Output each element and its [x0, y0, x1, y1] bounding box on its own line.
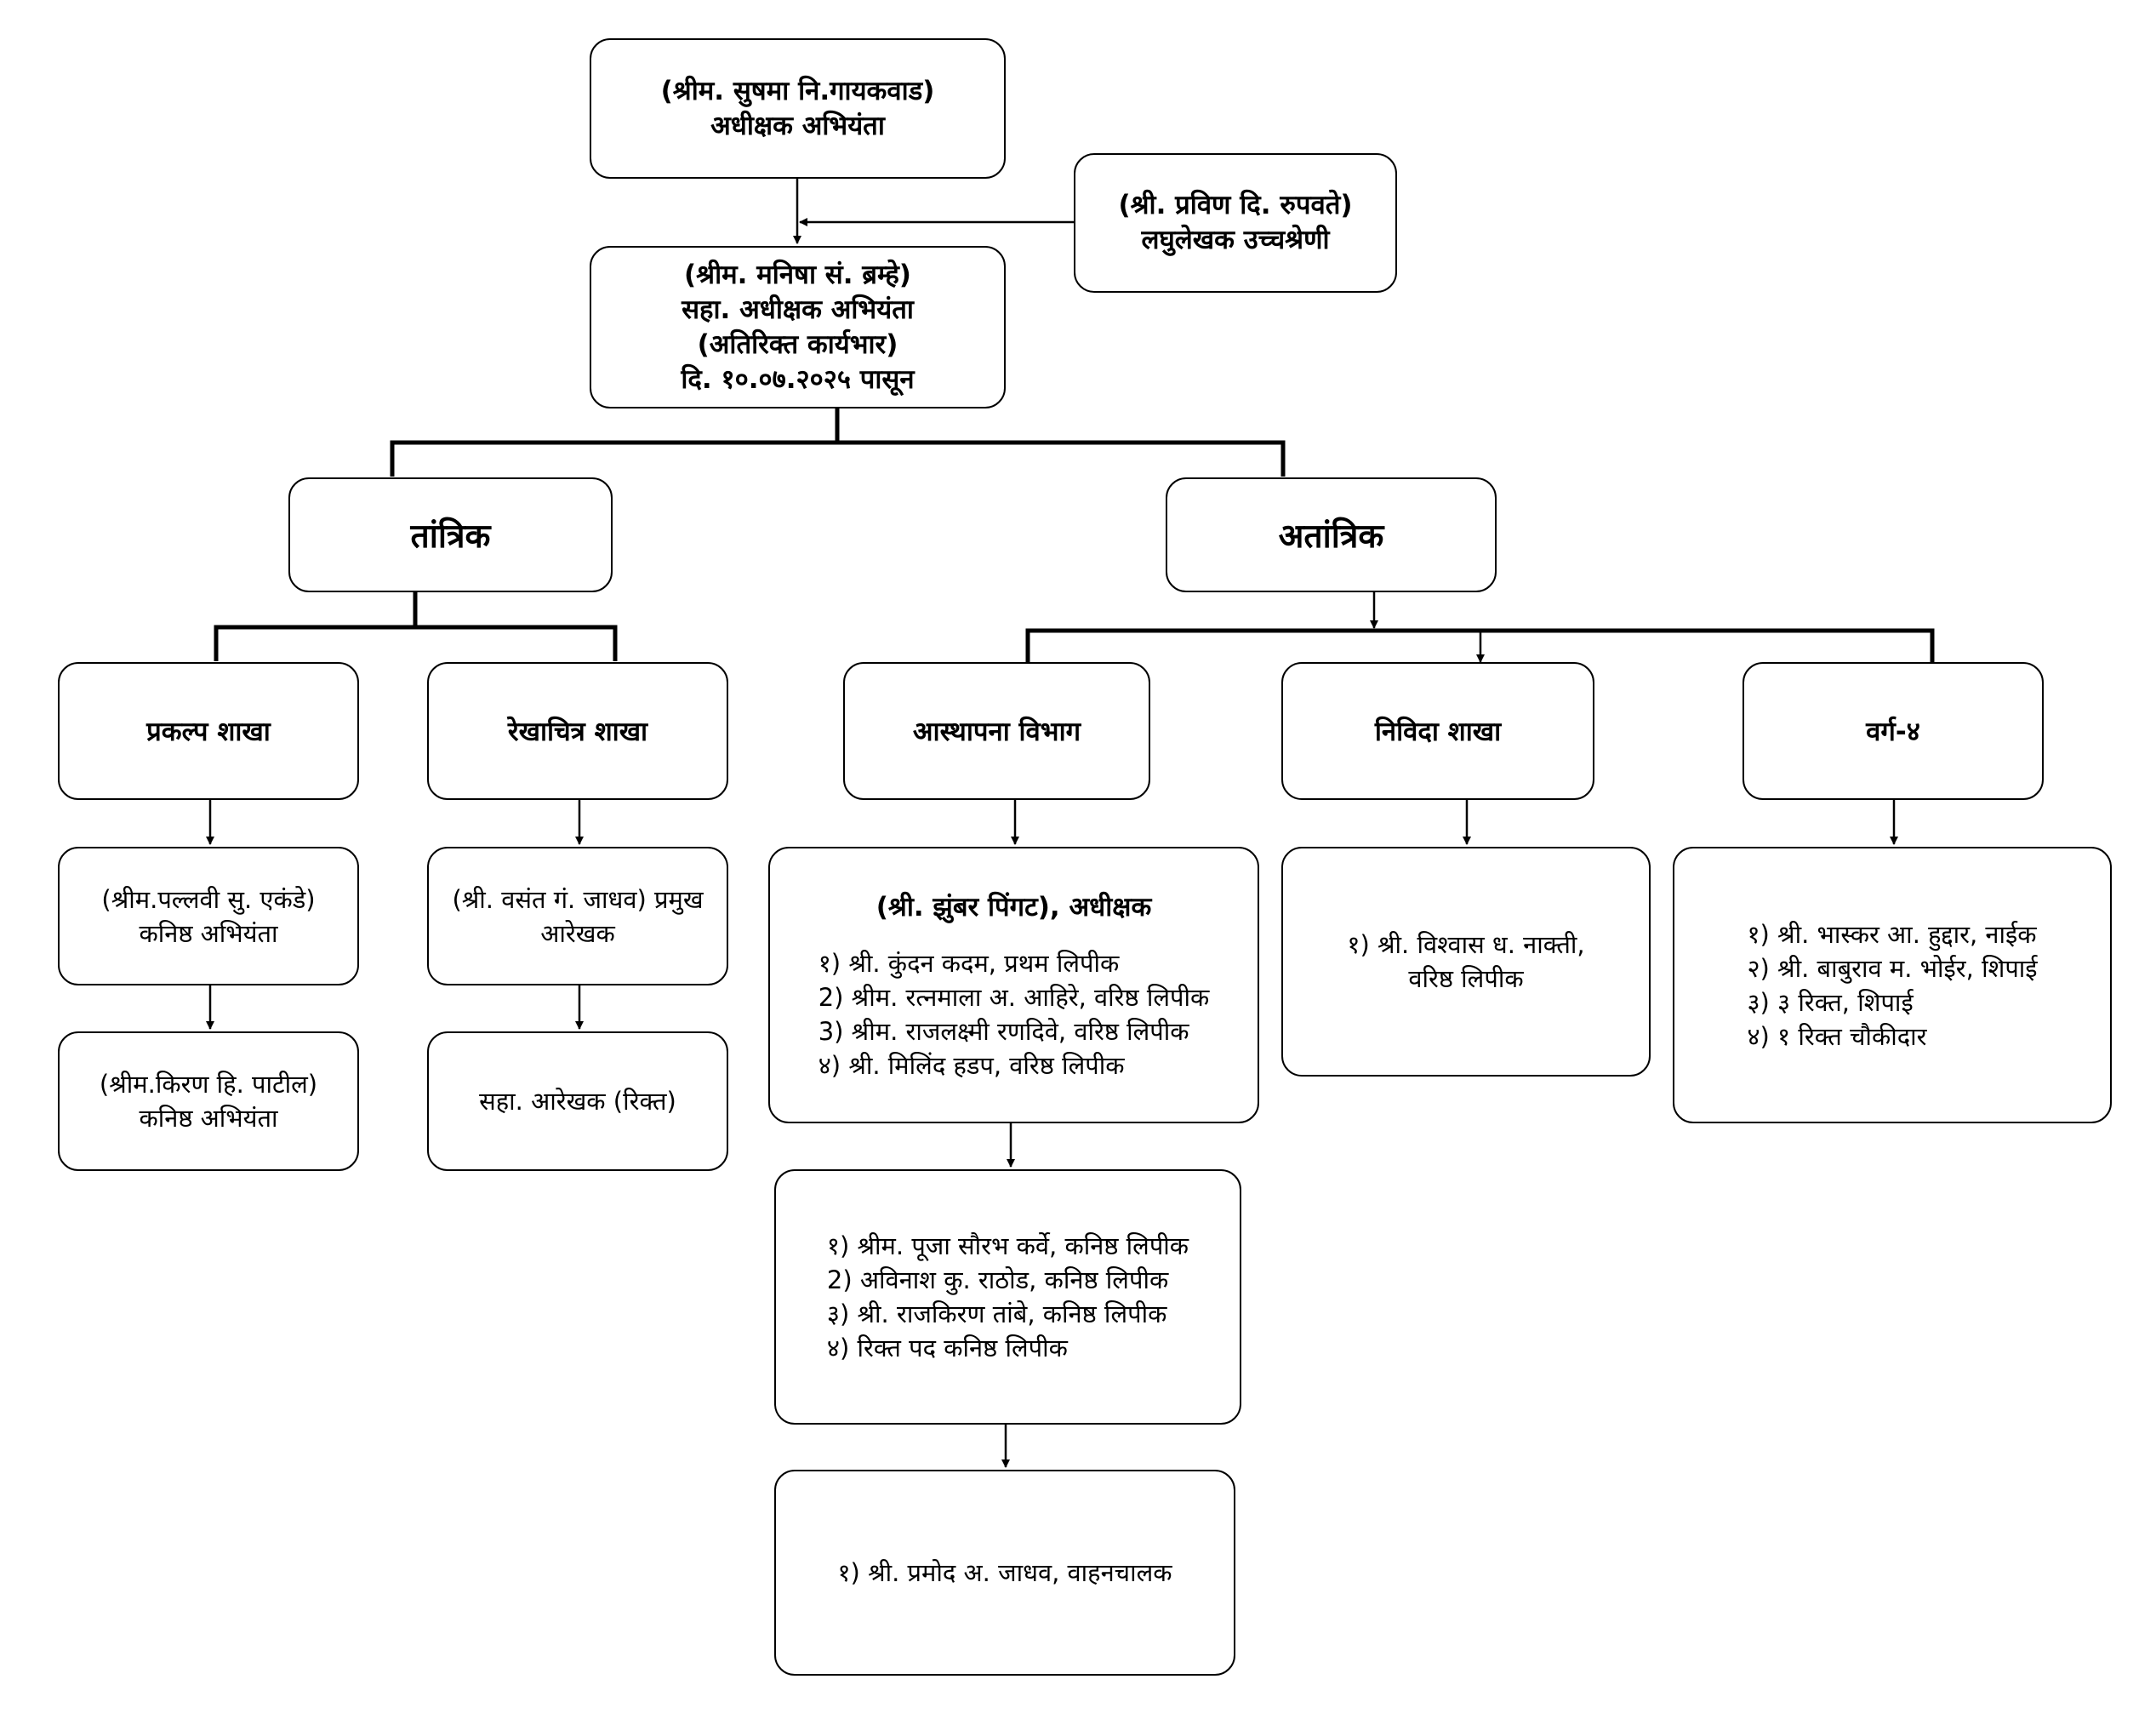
establishment-head: (श्री. झुंबर पिंगट), अधीक्षक: [876, 891, 1152, 922]
list-item: १) श्री. कुंदन कदम, प्रथम लिपीक: [818, 948, 1120, 978]
list-item: २) श्री. बाबुराव म. भोईर, शिपाई: [1747, 953, 2038, 983]
tender-branch-box: निविदा शाखा: [1281, 662, 1594, 800]
establishment-group-3-box: १) श्री. प्रमोद अ. जाधव, वाहनचालक: [774, 1470, 1235, 1676]
assistant-superintending-engineer-box: (श्रीम. मनिषा सं. ब्रम्हे) सहा. अधीक्षक …: [590, 246, 1006, 408]
technical-branch-box: तांत्रिक: [288, 477, 613, 592]
staff-name: १) श्री. विश्वास ध. नाक्ती,: [1347, 930, 1585, 959]
deputy-since-date: दि. १०.०७.२०२५ पासून: [681, 363, 915, 395]
non-technical-label: अतांत्रिक: [1278, 517, 1384, 556]
list-item: ३) श्री. राजकिरण तांबे, कनिष्ठ लिपीक: [826, 1299, 1167, 1328]
list-item: 2) श्रीम. रत्नमाला अ. आहिरे, वरिष्ठ लिपी…: [818, 982, 1210, 1012]
list-item: ४) श्री. मिलिंद हडप, वरिष्ठ लिपीक: [818, 1050, 1125, 1080]
staff-vacancy: सहा. आरेखक (रिक्त): [479, 1087, 676, 1116]
drawing-branch-label: रेखाचित्र शाखा: [507, 717, 648, 747]
non-technical-branch-box: अतांत्रिक: [1166, 477, 1497, 592]
establishment-section-box: आस्थापना विभाग: [843, 662, 1150, 800]
project-staff-1-box: (श्रीम.पल्लवी सु. एकंडे) कनिष्ठ अभियंता: [58, 847, 359, 985]
technical-label: तांत्रिक: [410, 517, 491, 556]
steno-name: (श्री. प्रविण दि. रुपवते): [1118, 190, 1353, 220]
drawing-staff-1-box: (श्री. वसंत गं. जाधव) प्रमुख आरेखक: [427, 847, 728, 985]
project-branch-box: प्रकल्प शाखा: [58, 662, 359, 800]
class-four-label: वर्ग-४: [1866, 717, 1920, 747]
connector-deputy-branches: [390, 440, 1286, 477]
establishment-group-1-box: (श्री. झुंबर पिंगट), अधीक्षक १) श्री. कु…: [768, 847, 1259, 1123]
list-item: ४) १ रिक्त चौकीदार: [1747, 1021, 1927, 1051]
deputy-additional-charge: (अतिरिक्त कार्यभार): [697, 328, 898, 360]
connector-technical-sections: [214, 625, 618, 661]
establishment-group-2-list: १) श्रीम. पूजा सौरभ कर्वे, कनिष्ठ लिपीक …: [827, 1229, 1189, 1365]
steno-designation: लघुलेखक उच्चश्रेणी: [1141, 225, 1330, 255]
establishment-group-2-box: १) श्रीम. पूजा सौरभ कर्वे, कनिष्ठ लिपीक …: [774, 1169, 1241, 1425]
list-item: १) श्री. प्रमोद अ. जाधव, वाहनचालक: [837, 1558, 1172, 1587]
drawing-branch-box: रेखाचित्र शाखा: [427, 662, 728, 800]
staff-name: (श्रीम.किरण हि. पाटील): [99, 1070, 318, 1099]
list-item: १) श्री. भास्कर आ. हुद्दार, नाईक: [1747, 919, 2037, 949]
tender-branch-label: निविदा शाखा: [1374, 717, 1502, 747]
list-item: 3) श्रीम. राजलक्ष्मी रणदिवे, वरिष्ठ लिपी…: [818, 1016, 1189, 1046]
staff-designation: वरिष्ठ लिपीक: [1408, 964, 1524, 993]
staff-name: (श्री. वसंत गं. जाधव) प्रमुख: [452, 884, 704, 914]
staff-designation: कनिष्ठ अभियंता: [139, 918, 278, 948]
establishment-label: आस्थापना विभाग: [912, 717, 1081, 747]
project-staff-2-box: (श्रीम.किरण हि. पाटील) कनिष्ठ अभियंता: [58, 1031, 359, 1171]
list-item: ४) रिक्त पद कनिष्ठ लिपीक: [826, 1334, 1068, 1362]
staff-designation: आरेखक: [540, 918, 615, 948]
tender-staff-box: १) श्री. विश्वास ध. नाक्ती, वरिष्ठ लिपीक: [1281, 847, 1651, 1077]
officer-name: (श्रीम. सुषमा नि.गायकवाड): [660, 75, 935, 106]
class-four-box: वर्ग-४: [1742, 662, 2044, 800]
class-four-staff-list: १) श्री. भास्कर आ. हुद्दार, नाईक २) श्री…: [1747, 917, 2037, 1054]
staff-name: (श्रीम.पल्लवी सु. एकंडे): [101, 884, 316, 914]
list-item: १) श्रीम. पूजा सौरभ कर्वे, कनिष्ठ लिपीक: [826, 1231, 1189, 1260]
list-item: ३) ३ रिक्त, शिपाई: [1747, 987, 1914, 1017]
class-four-staff-box: १) श्री. भास्कर आ. हुद्दार, नाईक २) श्री…: [1673, 847, 2112, 1123]
establishment-group-1-list: १) श्री. कुंदन कदम, प्रथम लिपीक 2) श्रीम…: [818, 946, 1210, 1082]
superintending-engineer-box: (श्रीम. सुषमा नि.गायकवाड) अधीक्षक अभियंत…: [590, 38, 1006, 179]
staff-designation: कनिष्ठ अभियंता: [139, 1104, 278, 1133]
list-item: 2) अविनाश कु. राठोड, कनिष्ठ लिपीक: [826, 1265, 1169, 1294]
deputy-name: (श्रीम. मनिषा सं. ब्रम्हे): [684, 259, 911, 290]
project-branch-label: प्रकल्प शाखा: [146, 717, 271, 747]
drawing-staff-2-box: सहा. आरेखक (रिक्त): [427, 1031, 728, 1171]
stenographer-box: (श्री. प्रविण दि. रुपवते) लघुलेखक उच्चश्…: [1074, 153, 1397, 293]
establishment-group-3-list: १) श्री. प्रमोद अ. जाधव, वाहनचालक: [837, 1556, 1172, 1590]
deputy-designation: सहा. अधीक्षक अभियंता: [682, 294, 914, 325]
officer-designation: अधीक्षक अभियंता: [710, 110, 885, 141]
